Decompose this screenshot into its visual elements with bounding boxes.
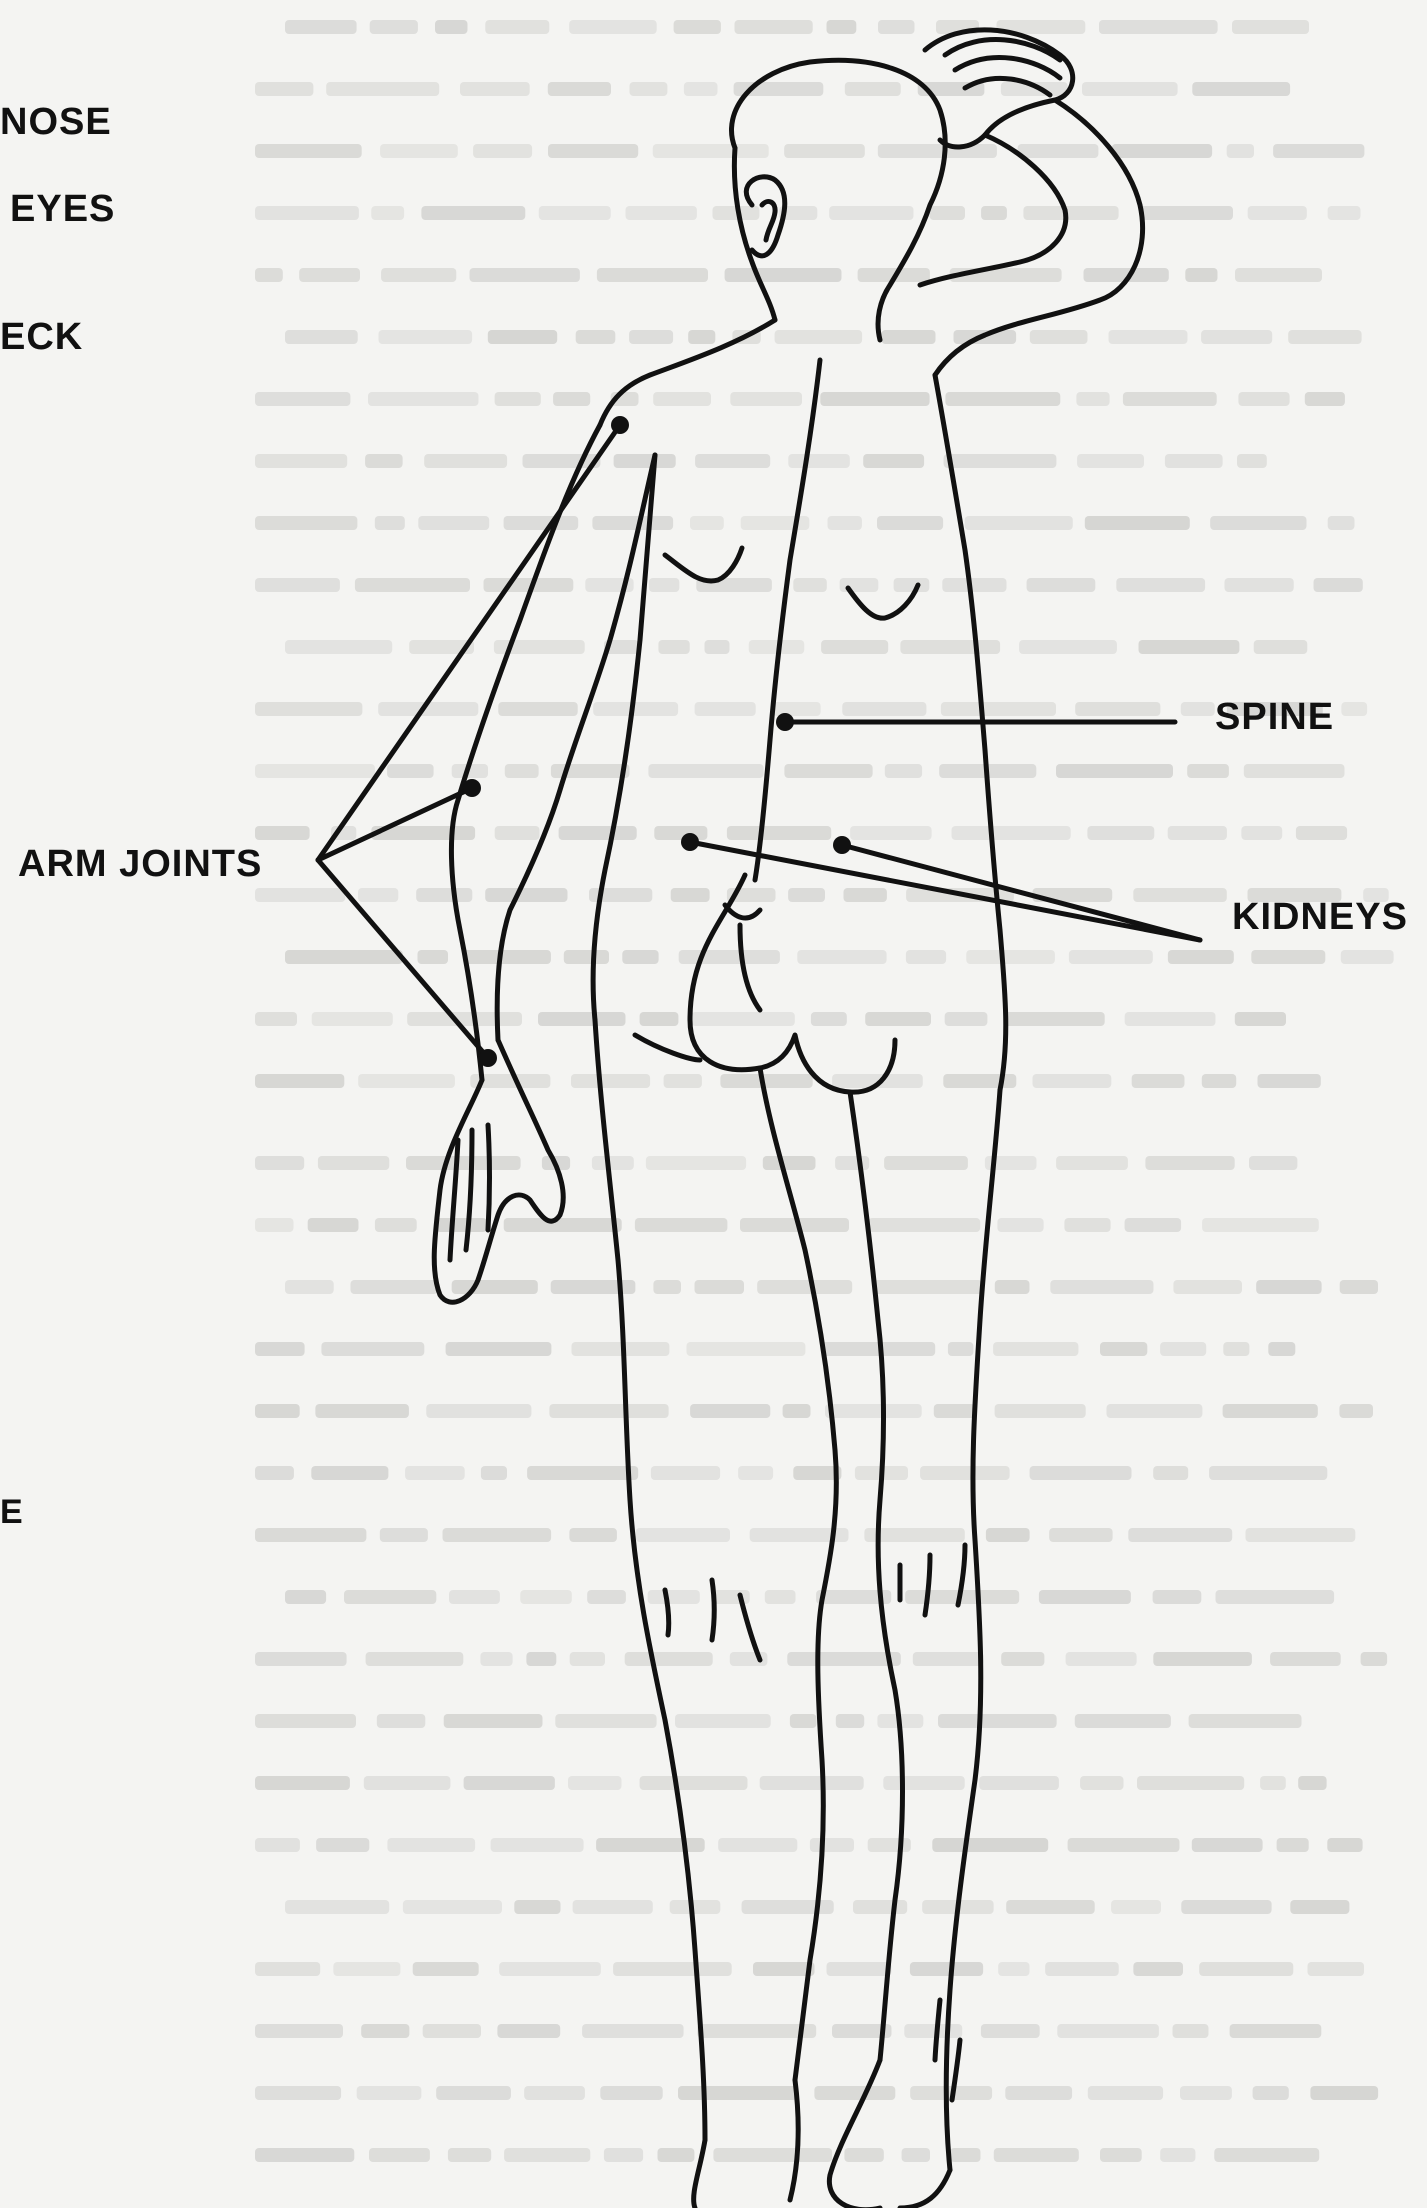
left-leg-outer — [595, 1020, 705, 2140]
right-foot — [829, 2060, 950, 2208]
human-figure-back-view — [434, 30, 1142, 2208]
raised-hand-fingers — [945, 40, 1060, 95]
right-side-torso — [935, 375, 1006, 1090]
kidney-left-dot — [681, 833, 699, 851]
wrist-joint-dot — [479, 1049, 497, 1067]
right-shoulder-blade — [848, 585, 918, 618]
label-eyes: EYES — [10, 190, 115, 228]
buttocks-crease — [725, 905, 760, 1010]
label-spine: SPINE — [1215, 698, 1334, 736]
buttocks — [690, 875, 895, 1092]
spine-dot — [776, 713, 794, 731]
head-outline — [732, 60, 946, 340]
right-leg-inner — [850, 1092, 903, 2060]
right-leg-outer — [946, 1090, 1000, 2170]
label-cut-letter: E — [0, 1495, 24, 1529]
label-neck: ECK — [0, 318, 83, 356]
kidney-right-dot — [833, 836, 851, 854]
spine-line — [755, 360, 820, 880]
pointer-dots — [463, 416, 851, 1067]
elbow-joint-dot — [463, 779, 481, 797]
label-kidneys: KIDNEYS — [1232, 898, 1408, 936]
left-arm-outer — [451, 425, 600, 1080]
left-leg-inner — [760, 1068, 836, 2080]
kidney-pointer-left — [690, 842, 1200, 940]
left-arm-inner — [497, 455, 655, 1040]
left-shoulder — [600, 320, 775, 425]
pointer-lines — [318, 425, 1200, 1058]
left-foot — [694, 2080, 799, 2208]
kidney-pointer-right — [842, 845, 1200, 940]
left-hand — [434, 1040, 563, 1302]
label-nose: NOSE — [0, 103, 112, 141]
left-hand-fingers — [450, 1125, 490, 1260]
label-arm-joints: ARM JOINTS — [18, 845, 262, 883]
left-shoulder-blade — [665, 548, 742, 581]
raised-arm-outer — [935, 100, 1143, 375]
ear-inner — [762, 201, 775, 240]
ear — [746, 177, 784, 256]
shoulder-joint-dot — [611, 416, 629, 434]
raised-hand — [925, 30, 1073, 147]
left-side-torso — [593, 455, 655, 1020]
knee-marks — [665, 1545, 965, 1660]
arm-joints-pointer-wrist — [318, 860, 488, 1058]
